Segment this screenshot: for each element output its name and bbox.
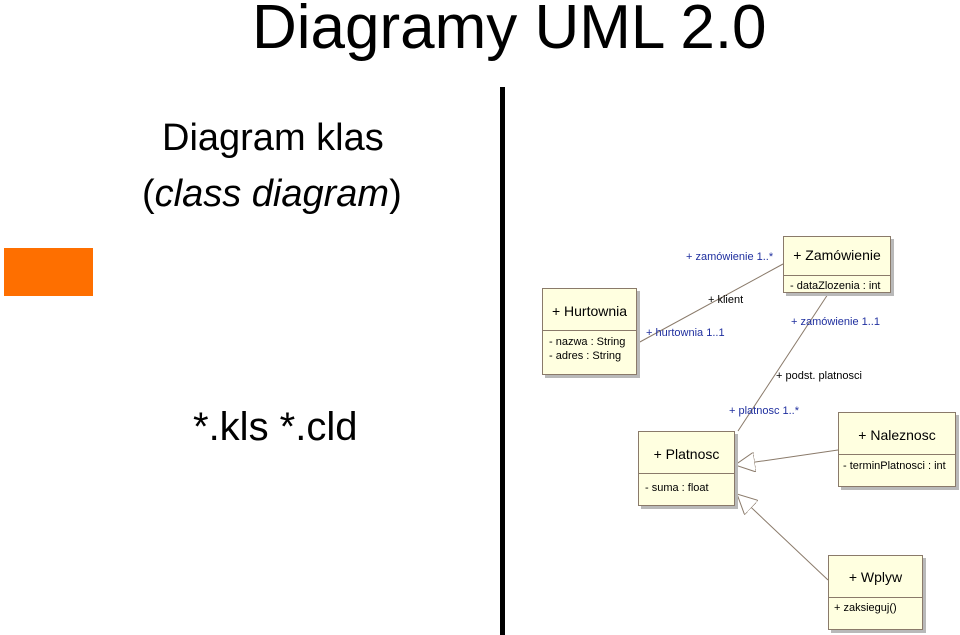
class-separator [639,473,734,474]
class-attribute: - adres : String [549,350,622,362]
class-hurtownia: + Hurtownia - nazwa : String - adres : S… [542,288,637,375]
role-podst-platnosci: + podst. platnosci [776,370,862,382]
class-name: + Platnosc [653,446,720,462]
class-name: + Naleznosc [858,427,936,443]
paren-open: ( [142,173,155,215]
class-wplyw: + Wplyw + zaksieguj() [828,555,923,630]
diagram-type-title: Diagram klas [162,117,384,159]
class-attribute: - terminPlatnosci : int [843,460,946,472]
class-naleznosc: + Naleznosc - terminPlatnosci : int [838,412,956,487]
slide-title: Diagramy UML 2.0 [252,0,767,62]
generalization-wplyw-platnosc [737,494,829,581]
class-attribute: - nazwa : String [549,336,626,348]
class-attribute: + zaksieguj() [834,602,897,614]
class-separator [829,597,922,598]
role-zamowienie-many: + zamówienie 1..* [686,251,774,263]
generalization-naleznosc-platnosc [735,449,839,465]
file-extensions: *.kls *.cld [193,405,358,449]
english-name: class diagram [154,173,390,215]
class-name: + Hurtownia [551,303,628,319]
orange-accent-box [4,248,93,296]
class-separator [784,275,890,276]
class-attribute: - suma : float [645,482,709,494]
class-separator [543,330,636,331]
class-name: + Zamówienie [793,247,881,263]
role-zamowienie-one: + zamówienie 1..1 [791,316,880,328]
association-zamowienie-platnosc [737,290,831,432]
association-hurtownia-zamowienie [637,263,784,344]
class-platnosc: + Platnosc - suma : float [638,431,735,506]
role-klient: + klient [708,294,744,306]
paren-close: ) [389,173,402,215]
class-separator [839,454,955,455]
class-attribute: - dataZlozenia : int [790,280,881,292]
role-platnosc: + platnosc 1..* [729,405,800,417]
vertical-divider [500,87,505,635]
role-hurtownia: + hurtownia 1..1 [646,327,725,339]
diagram-type-english: (class diagram) [142,172,402,216]
class-zamowienie: + Zamówienie - dataZlozenia : int [783,236,891,293]
class-name: + Wplyw [848,569,903,585]
